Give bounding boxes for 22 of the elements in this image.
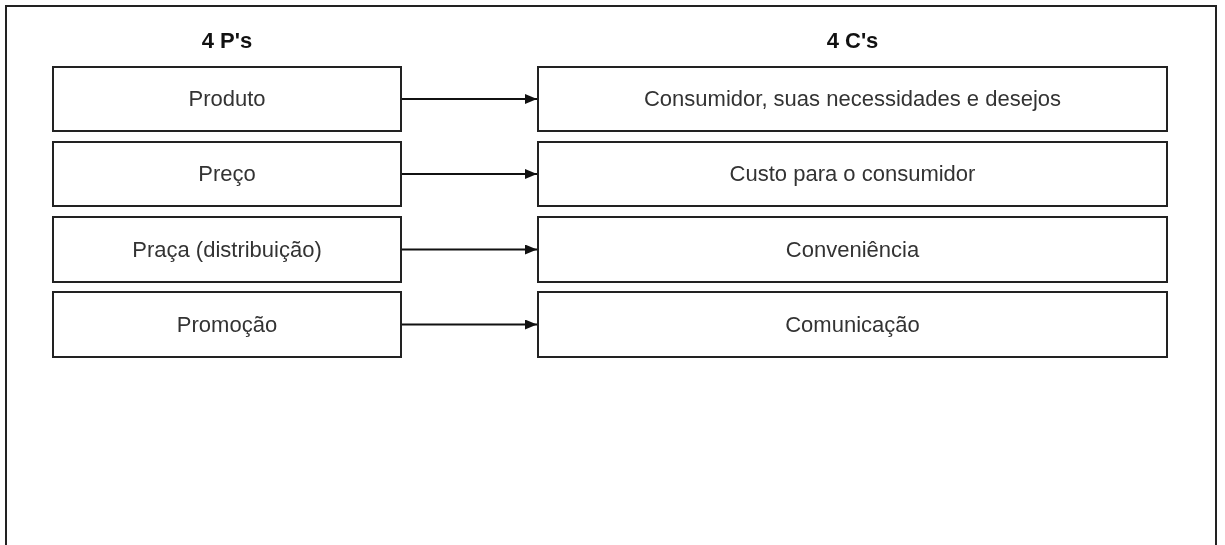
process-box	[537, 291, 1168, 358]
process-box	[52, 216, 402, 283]
process-box	[537, 66, 1168, 132]
column-heading: 4 C's	[826, 28, 879, 53]
process-box	[52, 141, 402, 207]
process-box	[52, 291, 402, 358]
arrow	[401, 319, 538, 330]
box-label: Comunicação	[785, 311, 920, 338]
process-box	[537, 141, 1168, 207]
process-box	[52, 66, 402, 132]
box-label: Conveniência	[785, 236, 920, 263]
arrow	[401, 244, 538, 255]
box-label: Custo para o consumidor	[729, 161, 976, 187]
box-label: Consumidor, suas necessidades e desejos	[644, 86, 1061, 112]
box-label: Praça (distribuição)	[132, 236, 322, 263]
box-label: Promoção	[176, 311, 278, 338]
process-box	[537, 216, 1168, 283]
box-label: Produto	[188, 86, 266, 112]
arrow	[401, 94, 538, 104]
arrow	[401, 169, 538, 179]
column-heading: 4 P's	[201, 28, 253, 53]
box-label: Preço	[198, 161, 256, 187]
